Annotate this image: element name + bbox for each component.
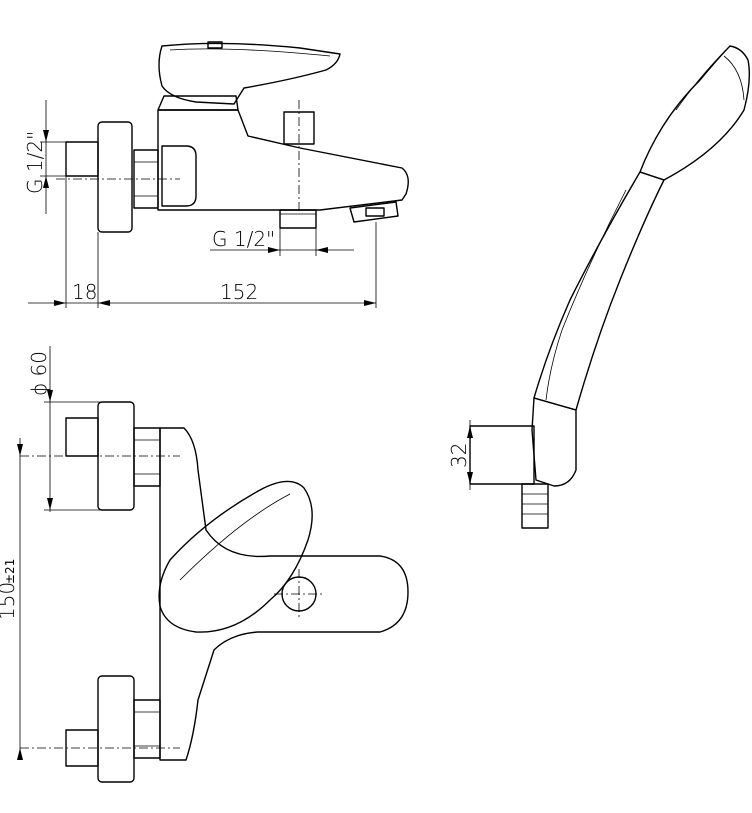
dim-32: 32 (447, 443, 471, 468)
dim-152: 152 (220, 280, 258, 304)
dim-thread-bottom: G 1/2" (212, 227, 275, 251)
dim-thread-side: G 1/2" (23, 131, 47, 194)
side-view: G 1/2" G 1/2" 18 152 (23, 41, 409, 308)
dim-150-tolerance: ±21 (3, 559, 17, 584)
dim-18: 18 (72, 280, 97, 304)
dim-150: 150 (0, 582, 19, 620)
hand-shower: 32 (447, 45, 751, 529)
dim-diameter-60: ϕ 60 (27, 351, 51, 396)
front-view: ϕ 60 150 ±21 (0, 346, 409, 783)
